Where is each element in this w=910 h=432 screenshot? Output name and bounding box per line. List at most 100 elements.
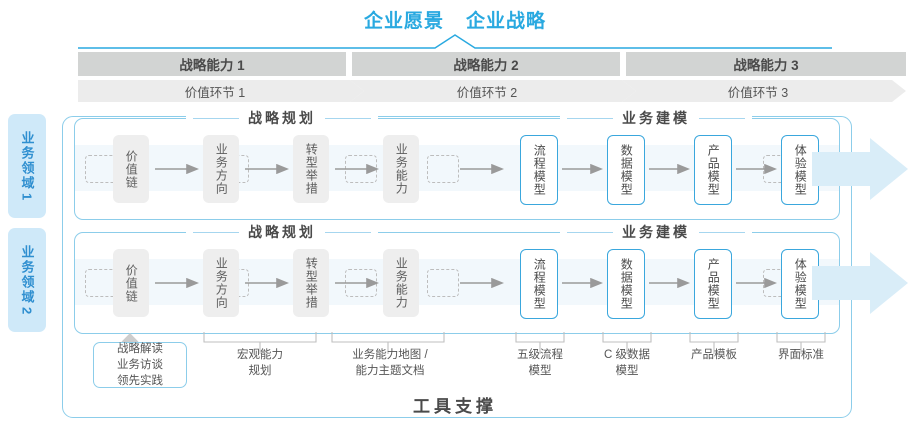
node-product-model-row1[interactable]: 产品模型 [694,135,732,205]
node-value-chain-row1[interactable]: 价值链 [113,135,149,203]
value-link-2[interactable]: 价值环节 2 [350,80,636,102]
row-1-arrow-4 [460,164,504,174]
tool-label-five-level-process: 五级流程 模型 [500,348,580,379]
strategic-capability-bars: 战略能力 1 战略能力 2 战略能力 3 [78,52,906,76]
section-title-planning-row2-label: 战略规划 [248,224,316,240]
tool-label-strategy-line2: 业务访谈 [117,358,163,371]
tool-label-c-level-data: C 级数据 模型 [587,348,667,379]
node-business-direction-row2[interactable]: 业务方向 [203,249,239,317]
section-title-modeling-row2-label: 业务建模 [622,224,690,240]
node-value-chain-row2-label: 价值链 [124,263,139,303]
capability-bar-2-label: 战略能力 2 [453,58,519,73]
connector-five-level-process [515,332,565,354]
value-link-3[interactable]: 价值环节 3 [622,80,906,102]
value-link-1-label: 价值环节 1 [184,85,246,100]
node-business-capability-row2[interactable]: 业务能力 [383,249,419,317]
row-1-output-arrow [812,138,908,200]
node-product-model-row1-label: 产品模型 [706,144,721,196]
row-1-dash-3 [427,155,459,183]
node-transformation-measures-row1[interactable]: 转型举措 [293,135,329,203]
capability-bar-3[interactable]: 战略能力 3 [626,52,906,76]
node-transformation-measures-row2[interactable]: 转型举措 [293,249,329,317]
vision-strategy-header: 企业愿景 企业战略 [0,6,910,32]
node-process-model-row1[interactable]: 流程模型 [520,135,558,205]
capability-bar-2[interactable]: 战略能力 2 [352,52,620,76]
row-1-arrow-5 [562,164,603,174]
row-1-arrow-1 [155,164,199,174]
row-1-arrow-7 [736,164,777,174]
node-data-model-row2-label: 数据模型 [619,258,634,310]
node-business-direction-row1-label: 业务方向 [214,143,229,195]
section-title-planning-row1: 战略规划 [186,110,378,126]
row-2-dash-3 [427,269,459,297]
node-business-capability-row2-label: 业务能力 [394,257,409,309]
section-line-left [567,117,613,119]
row-2-arrow-5 [562,278,603,288]
enterprise-vision-label: 企业愿景 [363,10,444,32]
node-business-direction-row1[interactable]: 业务方向 [203,135,239,203]
tool-label-capability-map: 业务能力地图 / 能力主题文档 [325,348,455,379]
tool-label-capability-map-line2: 能力主题文档 [355,364,425,377]
connector-capability-map [331,332,445,354]
node-data-model-row2[interactable]: 数据模型 [607,249,645,319]
node-value-chain-row2[interactable]: 价值链 [113,249,149,317]
connector-product-template [689,332,739,354]
tool-label-strategy-line3: 领先实践 [117,375,163,388]
tool-label-ui-standard-line1: 界面标准 [778,349,824,361]
node-business-direction-row2-label: 业务方向 [214,257,229,309]
domain-row-2: 价值链 业务方向 转型举措 业务能力 流程模型 数据模型 产品模型 体验模型 [74,232,840,334]
row-2-arrow-6 [649,278,690,288]
tool-label-five-level-process-line2: 模型 [528,364,552,377]
section-line-right [699,117,745,119]
section-line-right [699,231,745,233]
node-transformation-measures-row1-label: 转型举措 [304,143,319,195]
row-2-output-arrow [812,252,908,314]
node-business-capability-row1[interactable]: 业务能力 [383,135,419,203]
node-value-chain-row1-label: 价值链 [124,149,139,189]
value-link-2-label: 价值环节 2 [456,85,518,100]
row-2-arrow-3 [335,278,379,288]
capability-bar-1[interactable]: 战略能力 1 [78,52,346,76]
connector-ui-standard [776,332,826,354]
domain-row-1: 价值链 业务方向 转型举措 业务能力 流程模型 数据模型 产品模型 体验模型 [74,118,840,220]
tool-label-macro-capability-line1: 宏观能力 [237,349,283,361]
section-title-planning-row1-label: 战略规划 [248,110,316,126]
domain-label-1-name: 业务领域 [19,131,35,192]
tool-label-c-level-data-line1: C 级数据 [604,349,650,361]
node-transformation-measures-row2-label: 转型举措 [304,257,319,309]
tool-label-macro-capability-line2: 规划 [248,364,272,377]
row-2-arrow-2 [245,278,289,288]
section-line-right [325,117,371,119]
row-2-arrow-4 [460,278,504,288]
node-process-model-row1-label: 流程模型 [532,144,547,196]
row-2-arrow-7 [736,278,777,288]
section-line-right [325,231,371,233]
node-product-model-row2[interactable]: 产品模型 [694,249,732,319]
row-1-arrow-3 [335,164,379,174]
section-title-modeling-row2: 业务建模 [560,224,752,240]
connector-c-level-data [602,332,652,354]
node-experience-model-row1-label: 体验模型 [793,144,808,196]
tool-label-strategy-line1: 战略解读 [117,342,163,355]
section-title-modeling-row1: 业务建模 [560,110,752,126]
node-business-capability-row1-label: 业务能力 [394,143,409,195]
capability-bar-1-label: 战略能力 1 [179,58,245,73]
node-process-model-row2[interactable]: 流程模型 [520,249,558,319]
tool-label-five-level-process-line1: 五级流程 [517,349,563,361]
section-title-modeling-row1-label: 业务建模 [622,110,690,126]
tool-label-capability-map-line1: 业务能力地图 / [352,349,428,361]
node-data-model-row1[interactable]: 数据模型 [607,135,645,205]
domain-label-1-number: 1 [19,193,35,201]
tool-label-product-template: 产品模板 [674,348,754,364]
value-link-1[interactable]: 价值环节 1 [78,80,364,102]
tool-label-strategy-box[interactable]: 战略解读 业务访谈 领先实践 [93,342,187,388]
row-1-arrow-6 [649,164,690,174]
enterprise-strategy-label: 企业战略 [466,10,547,32]
tool-label-macro-capability: 宏观能力 规划 [200,348,320,379]
domain-label-2: 业务领域 2 [8,228,46,332]
domain-label-1: 业务领域 1 [8,114,46,218]
domain-label-2-name: 业务领域 [19,245,35,306]
header-peak-connector [78,34,832,49]
row-1-arrow-2 [245,164,289,174]
